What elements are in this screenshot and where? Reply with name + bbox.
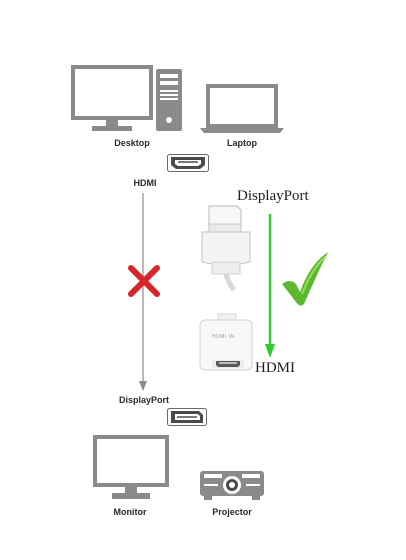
laptop-label: Laptop <box>227 138 257 148</box>
gray-down-arrow <box>139 193 147 391</box>
pc-tower-icon <box>156 69 182 131</box>
desktop-monitor-icon <box>71 65 153 131</box>
adapter-output-label: HDMI <box>255 360 295 376</box>
green-down-arrow <box>265 214 275 358</box>
displayport-plug-icon <box>201 205 251 292</box>
desktop-label: Desktop <box>114 138 150 148</box>
displayport-label-bottom: DisplayPort <box>118 395 169 405</box>
adapter-input-label: DisplayPort <box>237 188 309 204</box>
check-icon <box>282 252 328 306</box>
hdmi-adapter-icon <box>199 313 253 371</box>
hdmi-port-icon <box>167 154 209 172</box>
projector-icon <box>200 471 264 500</box>
monitor-label: Monitor <box>113 507 147 517</box>
cross-icon <box>128 265 160 297</box>
displayport-port-icon <box>167 408 207 426</box>
hdmi-label-top: HDMI <box>133 178 157 188</box>
adapter-chip-text: HDMI IN <box>212 334 235 340</box>
projector-label: Projector <box>212 507 252 517</box>
laptop-icon <box>200 84 284 133</box>
monitor-icon <box>93 435 169 499</box>
